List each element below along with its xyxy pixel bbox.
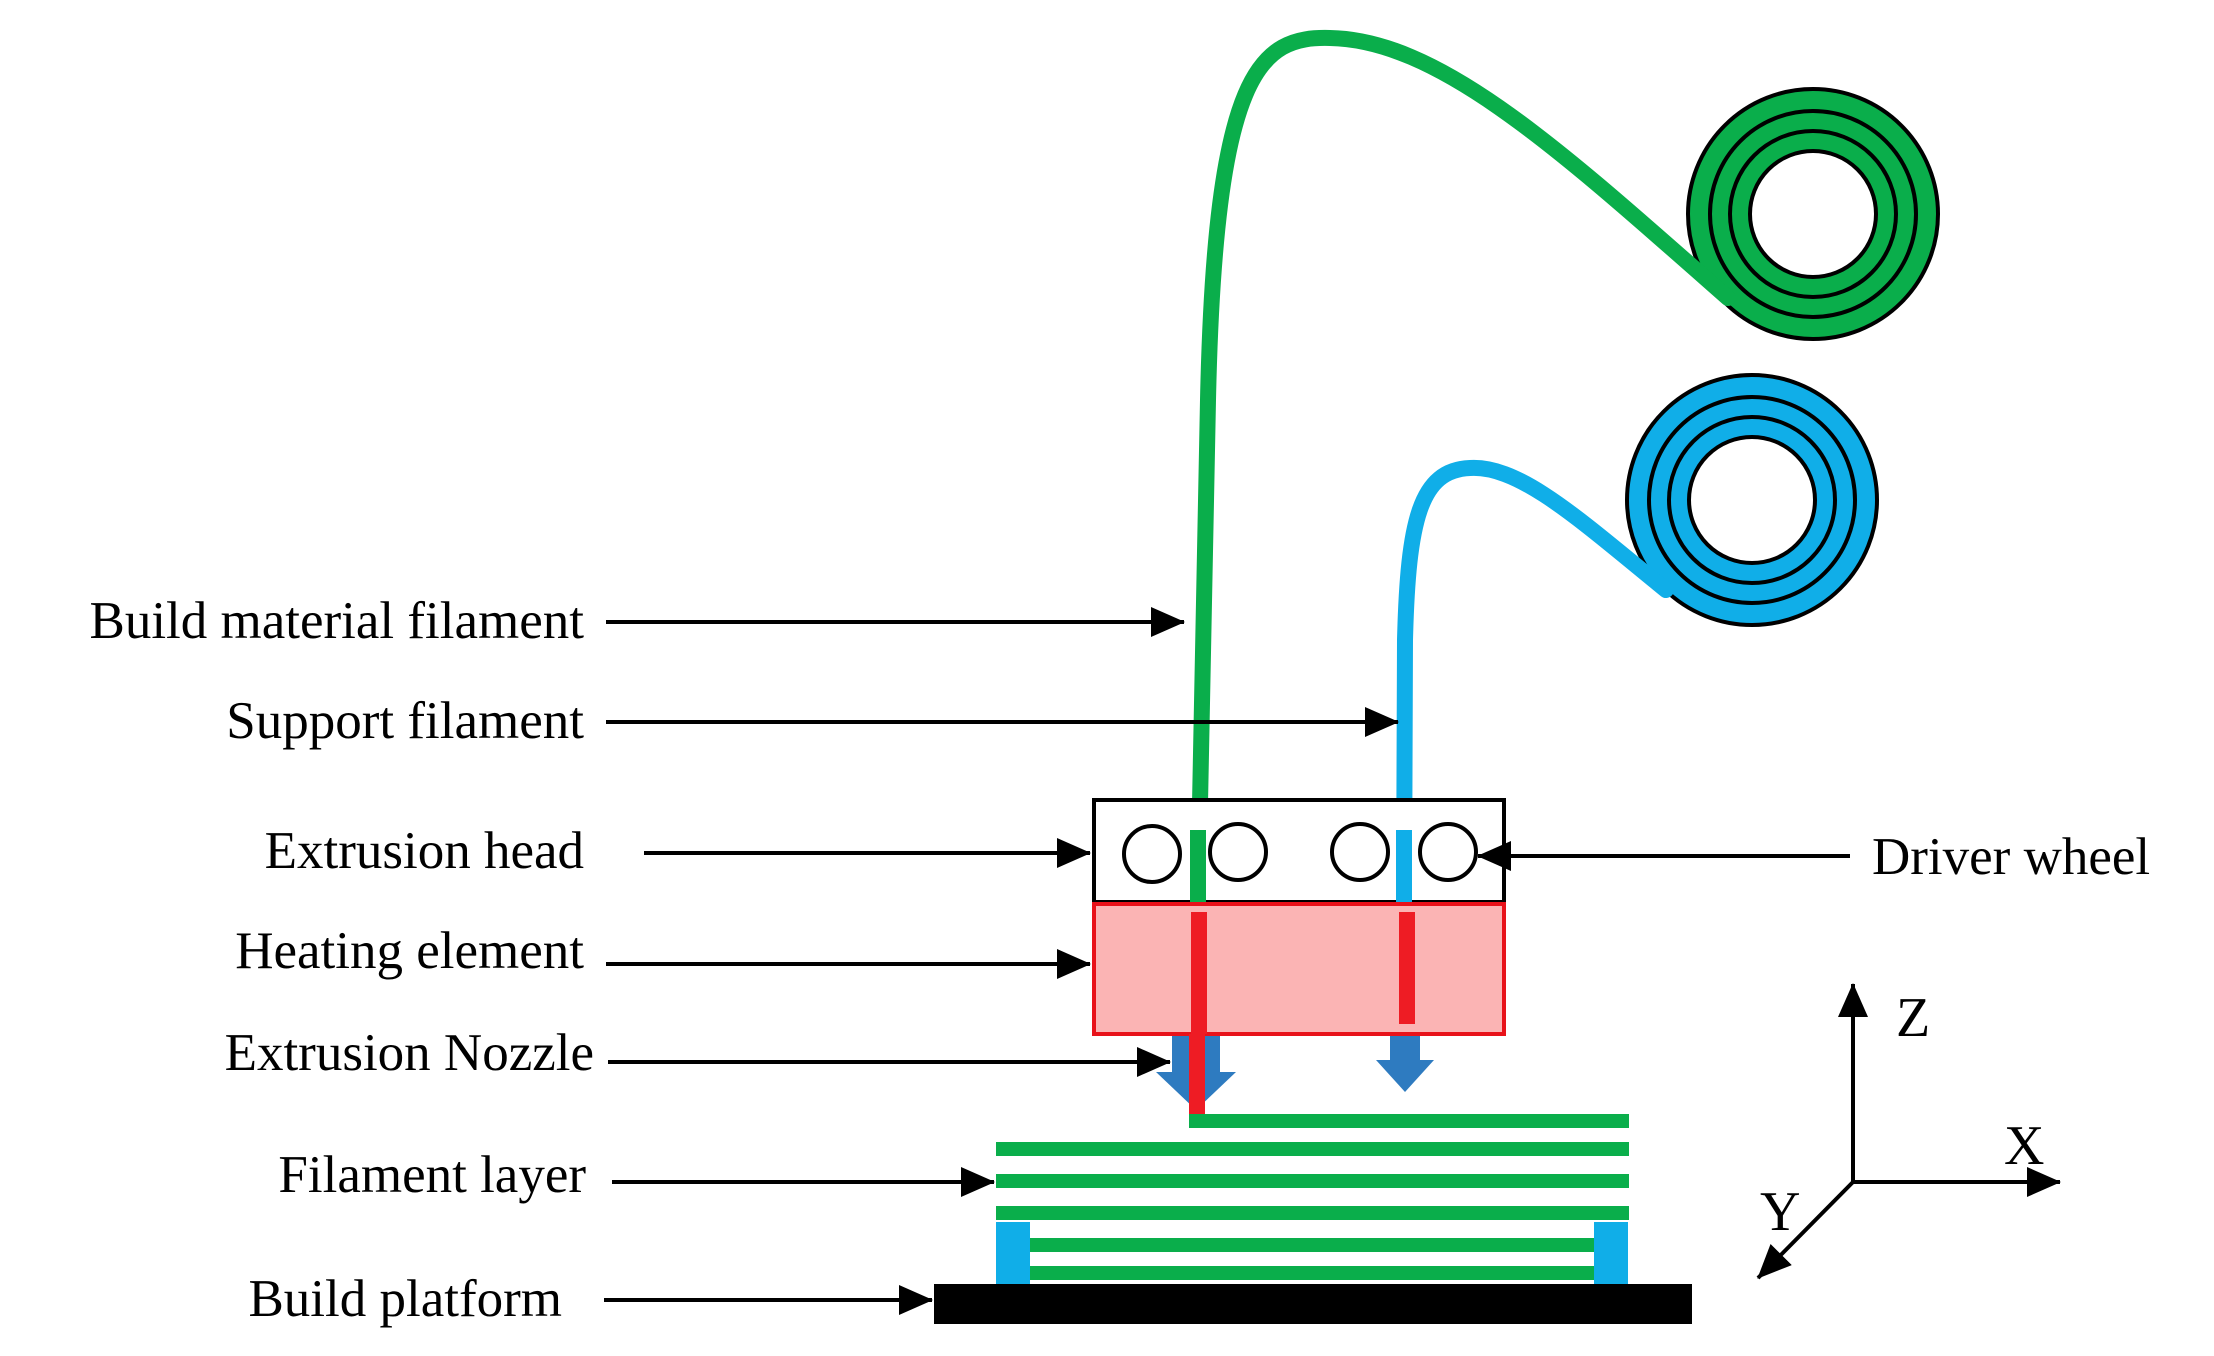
y-axis — [1756, 1180, 1855, 1280]
label-support-filament: Support filament — [226, 692, 584, 750]
support-spool — [1625, 373, 1879, 627]
label-filament-layer: Filament layer — [278, 1146, 586, 1204]
label-build-platform: Build platform — [248, 1270, 562, 1328]
coordinate-axes: Z X Y — [1756, 983, 2061, 1280]
label-extrusion-nozzle: Extrusion Nozzle — [225, 1024, 594, 1082]
heating-element — [1092, 902, 1506, 1036]
driver-wheel-4 — [1418, 822, 1478, 882]
nozzle-flow-arrow-support — [1376, 1036, 1434, 1092]
z-axis-label: Z — [1896, 987, 1930, 1049]
driver-wheels — [1122, 822, 1478, 884]
driver-wheel-3 — [1330, 822, 1390, 882]
y-axis-label: Y — [1760, 1181, 1800, 1243]
label-driver-wheel: Driver wheel — [1872, 828, 2150, 886]
build-material-spool — [1686, 87, 1940, 341]
label-build-material-filament: Build material filament — [89, 592, 584, 650]
label-extrusion-head: Extrusion head — [265, 822, 584, 880]
driver-wheel-2 — [1208, 822, 1268, 882]
build-material-filament-strand — [1190, 29, 1736, 913]
heated-support-filament — [1399, 912, 1415, 1024]
support-filament-strand — [1396, 459, 1674, 913]
extrusion-nozzle — [1189, 1034, 1205, 1116]
driver-wheel-1 — [1122, 824, 1182, 884]
heated-build-filament — [1191, 912, 1207, 1034]
label-heating-element: Heating element — [235, 922, 584, 980]
filament-layers — [996, 1114, 1629, 1280]
build-platform — [934, 1284, 1692, 1324]
support-structures — [996, 1222, 1628, 1284]
x-axis-label: X — [2004, 1115, 2044, 1177]
